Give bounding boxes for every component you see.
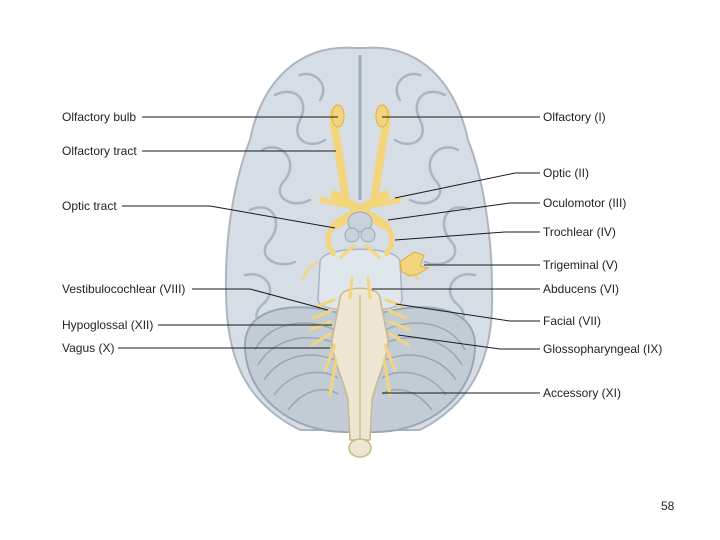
leader-glossopharyngeal: [397, 334, 540, 350]
leader-trochlear: [394, 231, 540, 241]
label-vagus: Vagus (X): [62, 341, 115, 355]
label-accessory: Accessory (XI): [543, 386, 622, 400]
label-optic-tract: Optic tract: [62, 199, 117, 213]
leader-facial: [395, 303, 540, 322]
label-abducens: Abducens (VI): [543, 282, 620, 296]
label-trigeminal: Trigeminal (V): [543, 258, 618, 272]
leader-oculomotor: [387, 202, 540, 221]
leader-optic-tract: [122, 205, 336, 229]
page-number: 58: [661, 499, 675, 513]
label-facial: Facial (VII): [543, 314, 602, 328]
spinal-cord: [348, 438, 372, 458]
brainstem: [317, 248, 403, 458]
label-glossopharyngeal: Glossopharyngeal (IX): [543, 342, 663, 356]
leader-lines: [118, 116, 540, 394]
cranial-nerves: [301, 104, 430, 397]
label-olfactory-bulb: Olfactory bulb: [62, 110, 137, 124]
label-hypoglossal: Hypoglossal (XII): [62, 318, 154, 332]
label-olfactory-tract: Olfactory tract: [62, 144, 137, 158]
pons: [317, 248, 403, 312]
label-olfactory: Olfactory (I): [543, 110, 606, 124]
label-oculomotor: Oculomotor (III): [543, 196, 627, 210]
leader-optic: [394, 172, 540, 199]
label-vestibulocochlear: Vestibulocochlear (VIII): [62, 282, 186, 296]
label-optic: Optic (II): [543, 166, 590, 180]
leader-vestibulocochlear: [192, 288, 329, 311]
label-trochlear: Trochlear (IV): [543, 225, 616, 239]
